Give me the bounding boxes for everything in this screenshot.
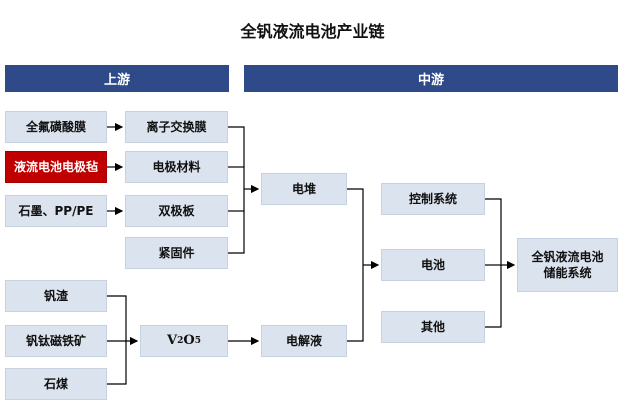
node-battery: 电池 bbox=[381, 249, 485, 281]
node-vanadium-titanium-magnetite: 钒钛磁铁矿 bbox=[5, 325, 107, 357]
node-stone-coal: 石煤 bbox=[5, 368, 107, 400]
line-components bbox=[485, 198, 502, 328]
line-raw-materials bbox=[107, 295, 127, 385]
v2o5-sub-2: 2 bbox=[177, 335, 184, 346]
section-header-upstream: 上游 bbox=[5, 65, 229, 92]
node-electrode-material: 电极材料 bbox=[125, 151, 228, 183]
node-ion-exchange-membrane: 离子交换膜 bbox=[125, 111, 228, 143]
node-quanfu-membrane: 全氟磺酸膜 bbox=[5, 111, 107, 143]
node-vanadium-flow-storage-system: 全钒液流电池 储能系统 bbox=[517, 238, 618, 292]
node-fasteners: 紧固件 bbox=[125, 237, 228, 269]
final-line-1: 全钒液流电池 bbox=[531, 249, 604, 264]
node-other: 其他 bbox=[381, 311, 485, 343]
final-line-2: 储能系统 bbox=[543, 266, 592, 280]
v2o5-v: V bbox=[167, 333, 178, 349]
node-graphite-pp-pe: 石墨、PP/PE bbox=[5, 195, 107, 227]
v2o5-o: O bbox=[183, 333, 195, 349]
line-lizi bbox=[228, 126, 245, 254]
node-electrode-felt: 液流电池电极毡 bbox=[5, 151, 107, 183]
node-control-system: 控制系统 bbox=[381, 183, 485, 215]
node-vanadium-slag: 钒渣 bbox=[5, 280, 107, 312]
node-electrolyte: 电解液 bbox=[261, 325, 347, 357]
node-stack: 电堆 bbox=[261, 173, 347, 205]
node-bipolar-plate: 双极板 bbox=[125, 195, 228, 227]
line-stack-electrolyte bbox=[347, 188, 364, 342]
diagram-title: 全钒液流电池产业链 bbox=[240, 22, 385, 41]
section-header-midstream: 中游 bbox=[244, 65, 618, 92]
v2o5-sub-5: 5 bbox=[194, 335, 201, 346]
